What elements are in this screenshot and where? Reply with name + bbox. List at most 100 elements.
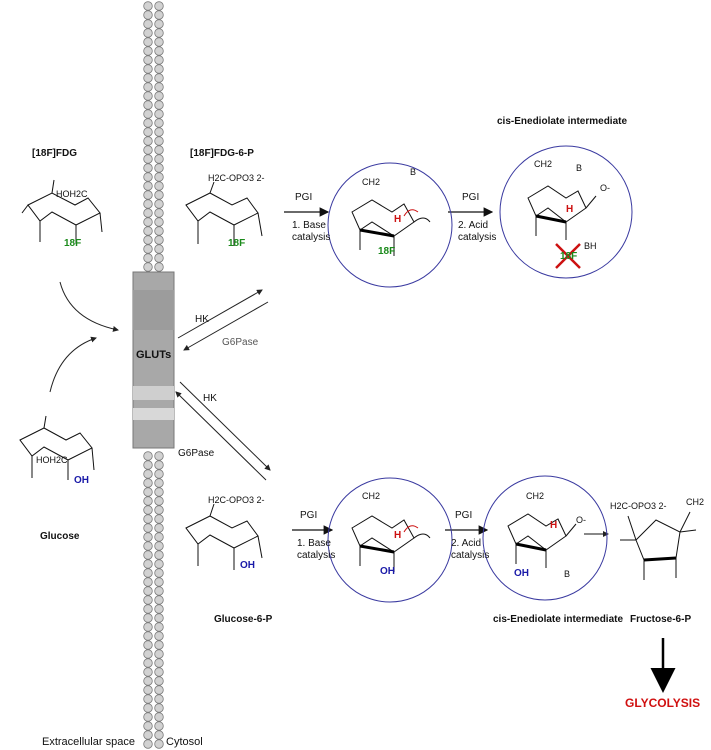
hk-label-top: HK [195,314,209,325]
membrane-lipid-bead [143,82,153,92]
membrane-lipid-bead [154,172,164,182]
membrane-lipid-bead [143,703,153,713]
pgi-bottom-ch2: CH2 [362,491,381,501]
glucose-hoh2c: HOH2C [36,455,68,465]
enediolate-bottom-hydrogen: H [550,520,558,531]
membrane-lipid-bead [143,712,153,722]
cis-enediolate-top-label: cis-Enediolate intermediate [497,116,628,127]
membrane-lipid-bead [143,496,153,506]
membrane-lipid-bead [154,487,164,497]
membrane-lipid-bead [154,550,164,560]
membrane-lipid-bead [143,253,153,263]
membrane-lipid-bead [143,190,153,200]
membrane-lipid-bead [154,226,164,236]
enediolate-top-ch2: CH2 [534,159,553,169]
membrane-lipid-bead [143,622,153,632]
pgi-top-base: B [410,167,417,177]
pgi-label-top-2: PGI [462,192,480,203]
hk-label-bottom: HK [203,393,217,404]
membrane-lipid-bead [154,64,164,74]
gluts-label: GLUTs [136,349,172,361]
membrane-lipid-bead [143,469,153,479]
fdg-fluorine: 18F [64,238,82,249]
membrane-lipid-bead [154,163,164,173]
membrane-lipid-bead [154,28,164,38]
membrane-lipid-bead [154,199,164,209]
glut-transporter [132,271,175,449]
pgi-active-site-bottom-1 [327,477,453,603]
membrane-lipid-bead [143,685,153,695]
pgi-active-site-bottom-2 [482,475,608,601]
membrane-lipid-bead [143,613,153,623]
ring-bold-bonds [359,214,677,562]
membrane-lipid-bead [154,109,164,119]
membrane-lipid-bead [154,676,164,686]
membrane-lipid-bead [154,559,164,569]
membrane-lipid-bead [143,199,153,209]
membrane-lipid-bead [154,622,164,632]
membrane-lipid-bead [154,577,164,587]
base-catalysis-bottom-2: catalysis [297,550,336,561]
hk-g6pase-arrows-bottom [175,381,271,481]
membrane-lipid-bead [154,568,164,578]
membrane-lipid-bead [143,226,153,236]
membrane-lipid-bead [154,190,164,200]
membrane-lipid-bead [154,253,164,263]
membrane-lipid-bead [143,640,153,650]
membrane-lipid-bead [154,208,164,218]
membrane-lipid-bead [143,118,153,128]
membrane-lipid-bead [143,91,153,101]
fructose-phosphate: H2C-OPO3 2- [610,501,667,511]
membrane-lipid-bead [143,559,153,569]
membrane-lipid-bead [143,532,153,542]
pgi-label-bottom-1: PGI [300,510,318,521]
enediolate-top-oxyanion: O- [600,183,610,193]
membrane-lipid-bead [143,721,153,731]
membrane-lipid-bead [154,262,164,272]
extracellular-label: Extracellular space [42,736,135,748]
membrane-lipid-bead [143,523,153,533]
membrane-lipid-bead [154,136,164,146]
membrane-lipid-bead [143,586,153,596]
membrane-lipid-bead [143,217,153,227]
ring-skeletons [19,179,697,580]
membrane-lipid-bead [154,235,164,245]
pgi-bottom-hydroxyl: OH [380,566,395,577]
fdg-hoh2c: HOH2C [56,189,88,199]
blocked-reaction-cross [555,243,581,269]
membrane-lipid-bead [143,172,153,182]
enediolate-top-hydrogen: H [566,204,574,215]
membrane-lipid-bead [154,514,164,524]
membrane-lipid-bead [154,694,164,704]
glucose-hydroxyl: OH [74,475,89,486]
membrane-lipid-bead [143,676,153,686]
membrane-lipid-bead [154,631,164,641]
membrane-lipid-bead [143,478,153,488]
membrane-lipid-bead [143,604,153,614]
membrane-lipid-bead [154,595,164,605]
membrane-lipid-bead [154,46,164,56]
membrane-lipid-bead [154,541,164,551]
membrane-lipid-bead [154,658,164,668]
membrane-lipid-bead [154,451,164,461]
pgi-label-bottom-2: PGI [455,510,473,521]
membrane-lipid-bead [143,487,153,497]
glucose6p-phosphate: H2C-OPO3 2- [208,495,265,505]
membrane-lipid-bead [154,478,164,488]
membrane-lipid-bead [143,649,153,659]
fructose-ch2: CH2 [686,497,705,507]
membrane-lipid-bead [143,505,153,515]
membrane-lipid-bead [154,496,164,506]
pgi-bottom-hydrogen: H [394,530,402,541]
membrane-lipid-bead [143,262,153,272]
membrane-lipid-bead [143,28,153,38]
membrane-lipid-bead [154,649,164,659]
fdg6p-label: [18F]FDG-6-P [190,148,254,159]
membrane-lipid-bead [154,154,164,164]
membrane-lipid-bead [143,460,153,470]
membrane-lipid-bead [143,100,153,110]
membrane-lipid-bead [143,658,153,668]
cell-membrane [143,1,164,749]
membrane-lipid-bead [154,586,164,596]
membrane-lipid-bead [143,154,153,164]
